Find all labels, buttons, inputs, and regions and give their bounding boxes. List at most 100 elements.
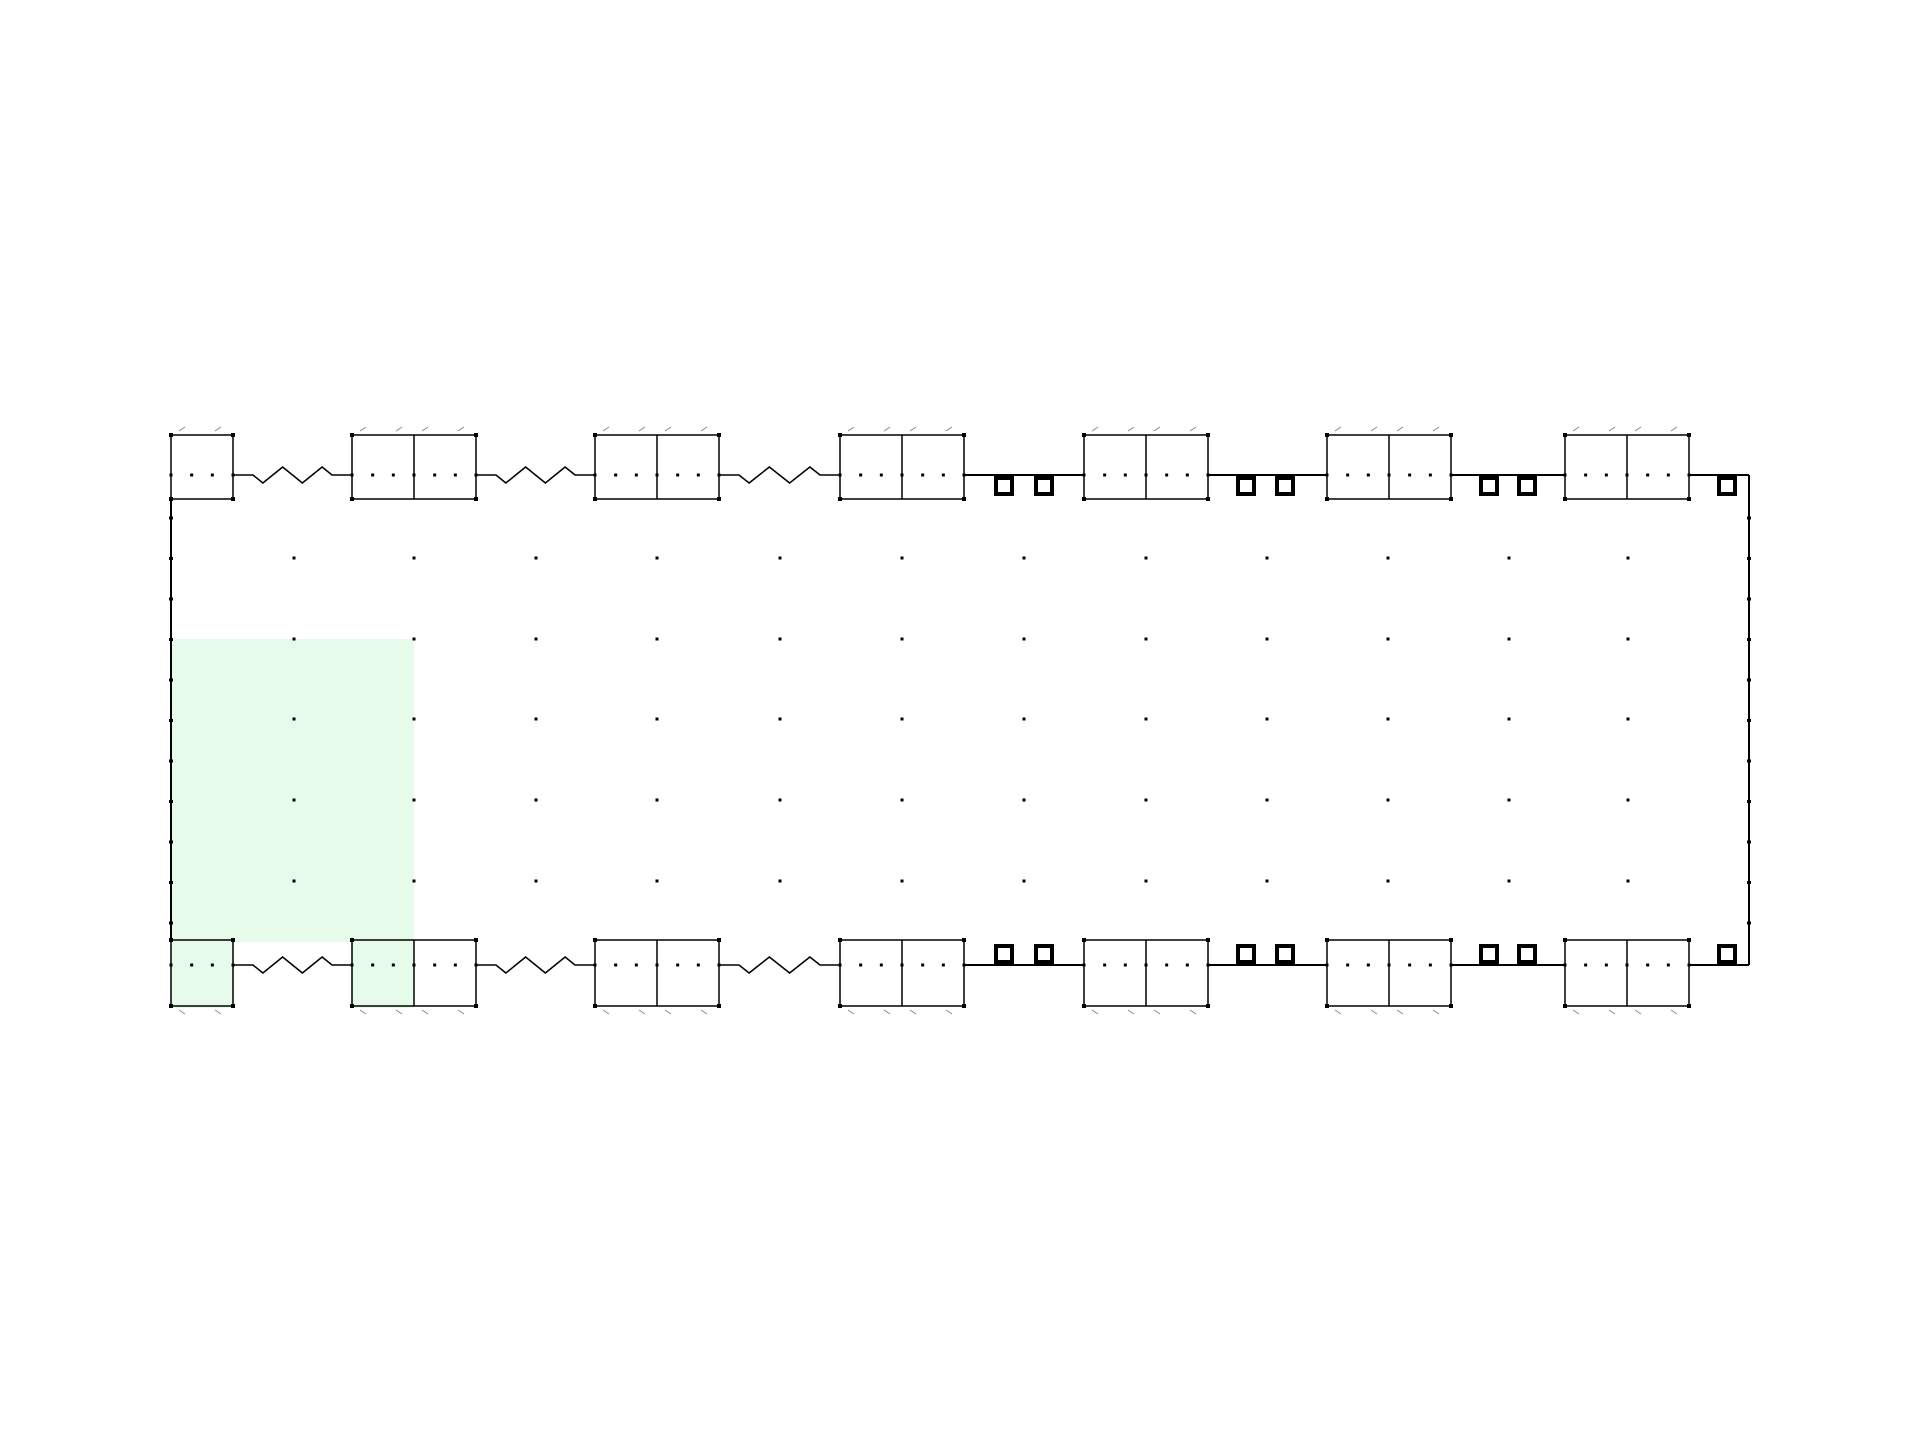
bay-corner-post xyxy=(1325,433,1329,437)
bay-corner-post xyxy=(1563,433,1567,437)
bay-corner-post xyxy=(169,1004,173,1008)
door-swing-mark xyxy=(359,426,403,432)
bay-corner-post xyxy=(1082,433,1086,437)
bay-corner-post xyxy=(1325,497,1329,501)
highlight-zone xyxy=(171,639,414,1008)
grid-column-dot xyxy=(778,798,782,802)
grid-column-dot xyxy=(292,556,296,560)
door-swing-mark xyxy=(664,426,708,432)
structural-column-grid xyxy=(292,556,1630,883)
bay-column-dot xyxy=(1185,473,1189,477)
bay-corner-post xyxy=(1206,938,1210,942)
east-wall-tick xyxy=(1747,759,1751,763)
bay-corner-post xyxy=(474,433,478,437)
west-wall-tick xyxy=(169,597,173,601)
west-wall-tick xyxy=(169,759,173,763)
north-square-marker xyxy=(1236,476,1256,496)
south-bay xyxy=(838,938,966,1015)
grid-column-dot xyxy=(1144,556,1148,560)
bay-column-dot xyxy=(1666,473,1670,477)
grid-column-dot xyxy=(1507,879,1511,883)
grid-column-dot xyxy=(1386,879,1390,883)
bay-corner-post xyxy=(593,497,597,501)
grid-column-dot xyxy=(1022,717,1026,721)
bay-corner-post xyxy=(717,497,721,501)
bay-corner-post xyxy=(474,497,478,501)
door-swing-mark xyxy=(421,426,465,432)
grid-column-dot xyxy=(1022,556,1026,560)
bay-corner-post xyxy=(962,433,966,437)
door-swing-mark xyxy=(1572,426,1616,432)
grid-column-dot xyxy=(1022,879,1026,883)
bay-corner-post xyxy=(1082,497,1086,501)
bay-corner-post xyxy=(717,938,721,942)
bay-column-dot xyxy=(696,963,700,967)
bay-column-dot xyxy=(859,473,863,477)
bay-corner-post xyxy=(1449,497,1453,501)
east-wall-tick xyxy=(1747,719,1751,722)
door-swing-mark xyxy=(1634,1009,1678,1015)
east-wall-tick xyxy=(1747,597,1751,601)
square-column-markers xyxy=(994,476,1737,964)
bay-column-dot xyxy=(1428,473,1432,477)
grid-column-dot xyxy=(778,637,782,641)
bay-column-dot xyxy=(1625,963,1629,967)
grid-column-dot xyxy=(412,879,416,883)
grid-column-dot xyxy=(1022,798,1026,802)
door-swing-mark xyxy=(664,1009,708,1015)
grid-column-dot xyxy=(292,879,296,883)
grid-column-dot xyxy=(1626,879,1630,883)
door-swing-mark xyxy=(359,1009,403,1015)
bay-corner-post xyxy=(1082,938,1086,942)
grid-column-dot xyxy=(1386,798,1390,802)
north-square-marker xyxy=(1479,476,1499,496)
bay-corner-post xyxy=(962,1004,966,1008)
bay-column-dot xyxy=(634,963,638,967)
west-wall-tick xyxy=(169,800,173,803)
grid-column-dot xyxy=(655,556,659,560)
grid-column-dot xyxy=(1507,637,1511,641)
bay-column-dot xyxy=(1346,963,1350,967)
bay-column-dot xyxy=(879,963,883,967)
bay-corner-post xyxy=(350,1004,354,1008)
east-wall-tick xyxy=(1747,840,1751,844)
bay-column-dot xyxy=(391,473,395,477)
north-zigzag-connector xyxy=(476,466,595,484)
bay-column-dot xyxy=(655,963,659,967)
grid-column-dot xyxy=(534,556,538,560)
north-bay xyxy=(169,426,235,501)
south-square-marker xyxy=(1236,944,1256,964)
grid-column-dot xyxy=(1265,798,1269,802)
bay-column-dot xyxy=(1646,963,1650,967)
north-square-marker xyxy=(994,476,1014,496)
bay-column-dot xyxy=(1123,473,1127,477)
door-swing-mark xyxy=(1396,1009,1440,1015)
bay-corner-post xyxy=(838,433,842,437)
grid-column-dot xyxy=(655,879,659,883)
bay-corner-post xyxy=(350,497,354,501)
bay-corner-post xyxy=(1687,433,1691,437)
bay-corner-post xyxy=(1687,938,1691,942)
east-wall-tick xyxy=(1747,921,1751,925)
door-swing-mark xyxy=(1153,1009,1197,1015)
bay-column-dot xyxy=(676,473,680,477)
wall-column-ticks xyxy=(169,516,1751,925)
bay-column-dot xyxy=(941,473,945,477)
door-swing-mark xyxy=(602,1009,646,1015)
bay-column-dot xyxy=(1366,963,1370,967)
grid-column-dot xyxy=(1626,556,1630,560)
bay-corner-post xyxy=(474,1004,478,1008)
grid-column-dot xyxy=(1386,637,1390,641)
bay-corner-post xyxy=(474,938,478,942)
south-bay xyxy=(169,938,235,1015)
bay-column-dot xyxy=(676,963,680,967)
grid-column-dot xyxy=(292,637,296,641)
door-swing-mark xyxy=(1153,426,1197,432)
bay-corner-post xyxy=(1325,1004,1329,1008)
grid-column-dot xyxy=(1144,717,1148,721)
grid-column-dot xyxy=(292,798,296,802)
west-wall-tick xyxy=(169,719,173,722)
grid-column-dot xyxy=(655,637,659,641)
door-swing-mark xyxy=(1634,426,1678,432)
grid-column-dot xyxy=(534,798,538,802)
